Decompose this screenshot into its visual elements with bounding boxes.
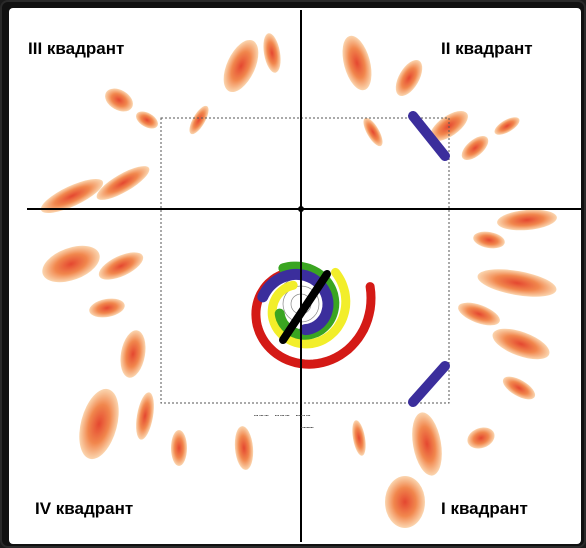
- axes-origin-dot: [298, 206, 304, 212]
- quadrant-iv-label: IV квадрант: [35, 499, 134, 518]
- map-subscript: ………: [301, 422, 314, 430]
- central-bar: [279, 270, 331, 344]
- blue-arm-fragment-lower-right: [408, 361, 450, 407]
- quadrant-i-label: I квадрант: [441, 499, 528, 518]
- blue-spiral-arm: [257, 268, 334, 336]
- galaxy-diagram: [27, 10, 581, 542]
- quadrant-iii-label: III квадрант: [28, 39, 125, 58]
- quadrant-ii-label: II квадрант: [441, 39, 533, 58]
- hydrogen-gas-map: [40, 33, 557, 528]
- blue-arm-fragment-upper-right: [408, 111, 450, 161]
- inner-square-frame: [160, 117, 450, 404]
- map-inscription: ……… ……… ………: [254, 410, 312, 418]
- spiral-arms: [251, 111, 450, 407]
- diagram-panel: ……… ……… ……… ……… III квадрант II квадрант…: [9, 8, 581, 544]
- yellow-spiral-arm: [267, 267, 351, 349]
